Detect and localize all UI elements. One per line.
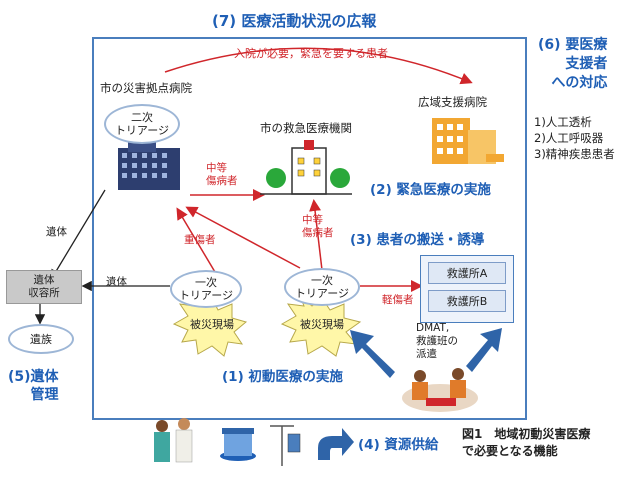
- city-disaster-hospital-label: 市の災害拠点病院: [100, 81, 192, 95]
- medical-staff-illustration: [154, 418, 193, 463]
- arrow-hospital-to-morgue: [50, 189, 106, 281]
- rescue-station-b: 救護所B: [428, 290, 506, 312]
- disaster-site-2-label: 被災現場: [300, 318, 344, 331]
- arrow-severe2-to-hospital: [185, 206, 301, 269]
- urgent-admission-note: 入院が必要，緊急を要する患者: [234, 47, 388, 60]
- arrow-severe-to-hospital: [176, 207, 216, 273]
- burst-site-2: [280, 295, 362, 357]
- morgue-box: 遺体 収容所: [6, 270, 82, 304]
- figure-caption: 図1 地域初動災害医療 で必要となる機能: [462, 427, 591, 458]
- needs-item: 3)精神疾患患者: [534, 147, 615, 161]
- needs-item: 2)人工呼吸器: [534, 131, 604, 145]
- iv-drip-illustration: [270, 425, 301, 466]
- resource-arrow: [318, 428, 354, 460]
- rescue-station-a-label: 救護所A: [446, 267, 488, 280]
- remains-label-1: 遺体: [46, 226, 67, 238]
- primary-triage-1-label: 一次 トリアージ: [178, 276, 234, 302]
- secondary-triage: 二次 トリアージ: [104, 104, 180, 144]
- main-frame: [92, 37, 527, 420]
- label-remains-management: (5)遺体 管理: [8, 369, 59, 403]
- family-label: 遺族: [30, 332, 52, 346]
- label-initial-care: (1) 初動医療の実施: [222, 369, 343, 385]
- severe-label: 重傷者: [184, 234, 216, 246]
- morgue-label: 遺体 収容所: [28, 274, 60, 299]
- label-transport: (3) 患者の搬送・誘導: [350, 232, 485, 248]
- dmat-label: DMAT, 救護班の 派遣: [416, 322, 458, 360]
- rescuers-illustration: [402, 368, 478, 412]
- arrow-moderate2-to-emergency: [309, 199, 323, 271]
- family-ellipse: 遺族: [8, 324, 74, 354]
- dmat-arrow-left: [350, 330, 395, 378]
- secondary-triage-label: 二次 トリアージ: [114, 111, 170, 137]
- needs-list: 1)人工透析 2)人工呼吸器 3)精神疾患患者: [534, 114, 615, 162]
- regional-hospital-label: 広域支援病院: [418, 95, 487, 109]
- needs-item: 1)人工透析: [534, 115, 592, 129]
- moderate-label-2: 中等 傷病者: [302, 214, 334, 239]
- emergency-building: [260, 140, 352, 195]
- label-care-needs: (6) 要医療 支援者 への対応: [538, 37, 608, 91]
- title-public-relations: (7) 医療活動状況の広報: [212, 12, 377, 30]
- regional-hospital-building: [432, 118, 504, 164]
- mild-label: 軽傷者: [382, 294, 414, 306]
- primary-triage-2-label: 一次 トリアージ: [294, 274, 350, 300]
- primary-triage-1: 一次 トリアージ: [170, 270, 242, 308]
- dmat-arrow-right: [466, 328, 502, 372]
- primary-triage-2: 一次 トリアージ: [284, 268, 360, 306]
- arrow-urgent-admission: [164, 47, 473, 85]
- disaster-site-1-label: 被災現場: [190, 318, 234, 331]
- city-emergency-label: 市の救急医療機関: [260, 121, 352, 135]
- remains-label-2: 遺体: [106, 276, 127, 288]
- label-emergency-care: (2) 緊急医療の実施: [370, 182, 491, 198]
- moderate-label-1: 中等 傷病者: [206, 162, 238, 187]
- label-resource-supply: (4) 資源供給: [358, 437, 439, 453]
- rescue-station-b-label: 救護所B: [446, 295, 488, 308]
- rescue-station-a: 救護所A: [428, 262, 506, 284]
- medicine-bottle-illustration: [220, 428, 256, 461]
- burst-site-1: [172, 295, 248, 357]
